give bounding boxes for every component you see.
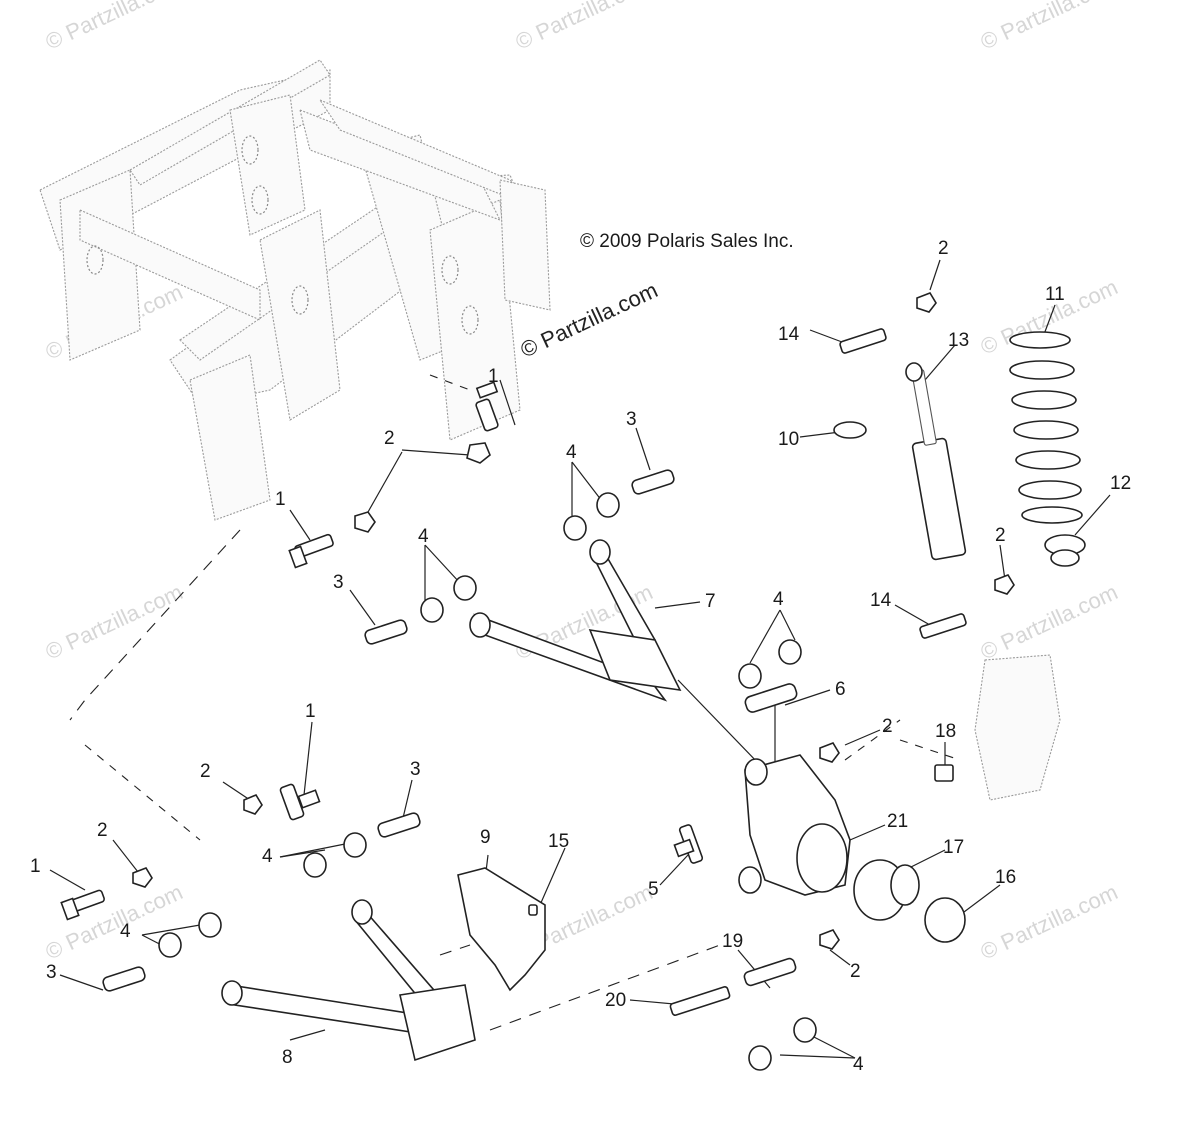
watermark: © Partzilla.com xyxy=(42,0,187,55)
part-bushing-4d xyxy=(303,832,367,878)
part-bolt-14b xyxy=(919,613,967,639)
callout-14: 14 xyxy=(870,590,892,611)
part-nut-2f xyxy=(819,929,840,950)
part-nut-2d xyxy=(132,867,153,888)
callout-19: 19 xyxy=(722,931,743,952)
callout-3: 3 xyxy=(410,759,421,780)
callout-1: 1 xyxy=(30,856,41,877)
callout-18: 18 xyxy=(935,721,956,742)
part-sleeve-3d xyxy=(102,966,146,992)
part-pin-19 xyxy=(743,957,797,987)
callout-11: 11 xyxy=(1045,284,1065,305)
callout-1: 1 xyxy=(305,701,316,722)
callout-15: 15 xyxy=(548,831,569,852)
part-nut-2a xyxy=(466,442,491,464)
part-bushing-4e xyxy=(158,912,222,958)
callout-21: 21 xyxy=(887,811,908,832)
part-skid-plate-9 xyxy=(457,867,546,992)
callout-1: 1 xyxy=(275,489,286,510)
part-bushing-4b xyxy=(420,575,477,623)
part-snap-ring-16 xyxy=(924,897,966,943)
callout-2: 2 xyxy=(200,761,211,782)
part-nut-2c xyxy=(243,793,263,815)
part-bolt-1b xyxy=(288,533,334,569)
part-screw-15 xyxy=(528,904,538,916)
part-sleeve-3b xyxy=(364,619,408,645)
callout-20: 20 xyxy=(605,990,626,1011)
alignment-lines xyxy=(69,374,961,1031)
callout-8: 8 xyxy=(282,1047,293,1068)
callout-2: 2 xyxy=(882,716,893,737)
part-bolt-1c xyxy=(279,783,321,821)
callout-4: 4 xyxy=(120,921,131,942)
part-bolt-18 xyxy=(934,764,954,782)
callout-3: 3 xyxy=(46,962,57,983)
part-sleeve-6 xyxy=(744,683,798,713)
watermark: © Partzilla.com xyxy=(42,579,187,664)
callouts: 1 2 3 4 1 4 3 7 4 6 2 18 21 17 16 1 2 3 … xyxy=(30,238,1131,1075)
callout-17: 17 xyxy=(943,837,964,858)
part-bushing-4c xyxy=(738,639,802,689)
part-nut-2b xyxy=(354,511,376,533)
part-nut-2e xyxy=(819,742,840,763)
chassis-frame xyxy=(39,59,551,521)
part-washer-10 xyxy=(833,421,867,439)
callout-1: 1 xyxy=(488,366,499,387)
part-bolt-20 xyxy=(669,986,731,1016)
callout-5: 5 xyxy=(648,879,659,900)
part-upper-a-arm-7 xyxy=(469,539,682,702)
callout-6: 6 xyxy=(835,679,846,700)
part-lower-a-arm-8 xyxy=(221,899,476,1062)
watermark: © Partzilla.com xyxy=(977,579,1122,664)
part-nut-2g xyxy=(916,292,937,313)
callout-2: 2 xyxy=(97,820,108,841)
part-shock-13 xyxy=(905,362,967,561)
callout-16: 16 xyxy=(995,867,1016,888)
part-bearing-carrier-21 xyxy=(738,754,851,896)
callout-2: 2 xyxy=(384,428,395,449)
part-bolt-1d xyxy=(60,889,105,921)
part-bolt-5 xyxy=(673,824,704,864)
part-bearing-17 xyxy=(853,859,920,921)
part-bolt-14a xyxy=(839,328,887,354)
copyright-notice: © 2009 Polaris Sales Inc. xyxy=(580,231,794,252)
part-bushing-4f xyxy=(748,1017,817,1071)
callout-4: 4 xyxy=(418,526,429,547)
callout-3: 3 xyxy=(626,409,637,430)
watermark: © Partzilla.com xyxy=(512,0,657,55)
callout-12: 12 xyxy=(1110,473,1131,494)
part-spring-retainer-12 xyxy=(1044,534,1086,567)
callout-9: 9 xyxy=(480,827,491,848)
part-bolt-1a xyxy=(475,381,499,432)
part-nut-2h xyxy=(994,574,1015,595)
part-bushing-4a xyxy=(563,492,620,541)
part-sleeve-3a xyxy=(631,469,675,495)
part-hub-bracket xyxy=(974,654,1061,801)
callout-13: 13 xyxy=(948,330,969,351)
part-sleeve-3c xyxy=(377,812,421,838)
callout-14: 14 xyxy=(778,324,800,345)
watermark: © Partzilla.com xyxy=(977,879,1122,964)
callout-4: 4 xyxy=(773,589,784,610)
callout-2: 2 xyxy=(995,525,1006,546)
callout-10: 10 xyxy=(778,429,799,450)
part-spring-11 xyxy=(1009,331,1083,524)
callout-2: 2 xyxy=(850,961,861,982)
callout-4: 4 xyxy=(262,846,273,867)
callout-2: 2 xyxy=(938,238,949,259)
callout-4: 4 xyxy=(566,442,577,463)
watermark: © Partzilla.com xyxy=(977,0,1122,55)
callout-7: 7 xyxy=(705,591,716,612)
callout-4: 4 xyxy=(853,1054,864,1075)
callout-3: 3 xyxy=(333,572,344,593)
